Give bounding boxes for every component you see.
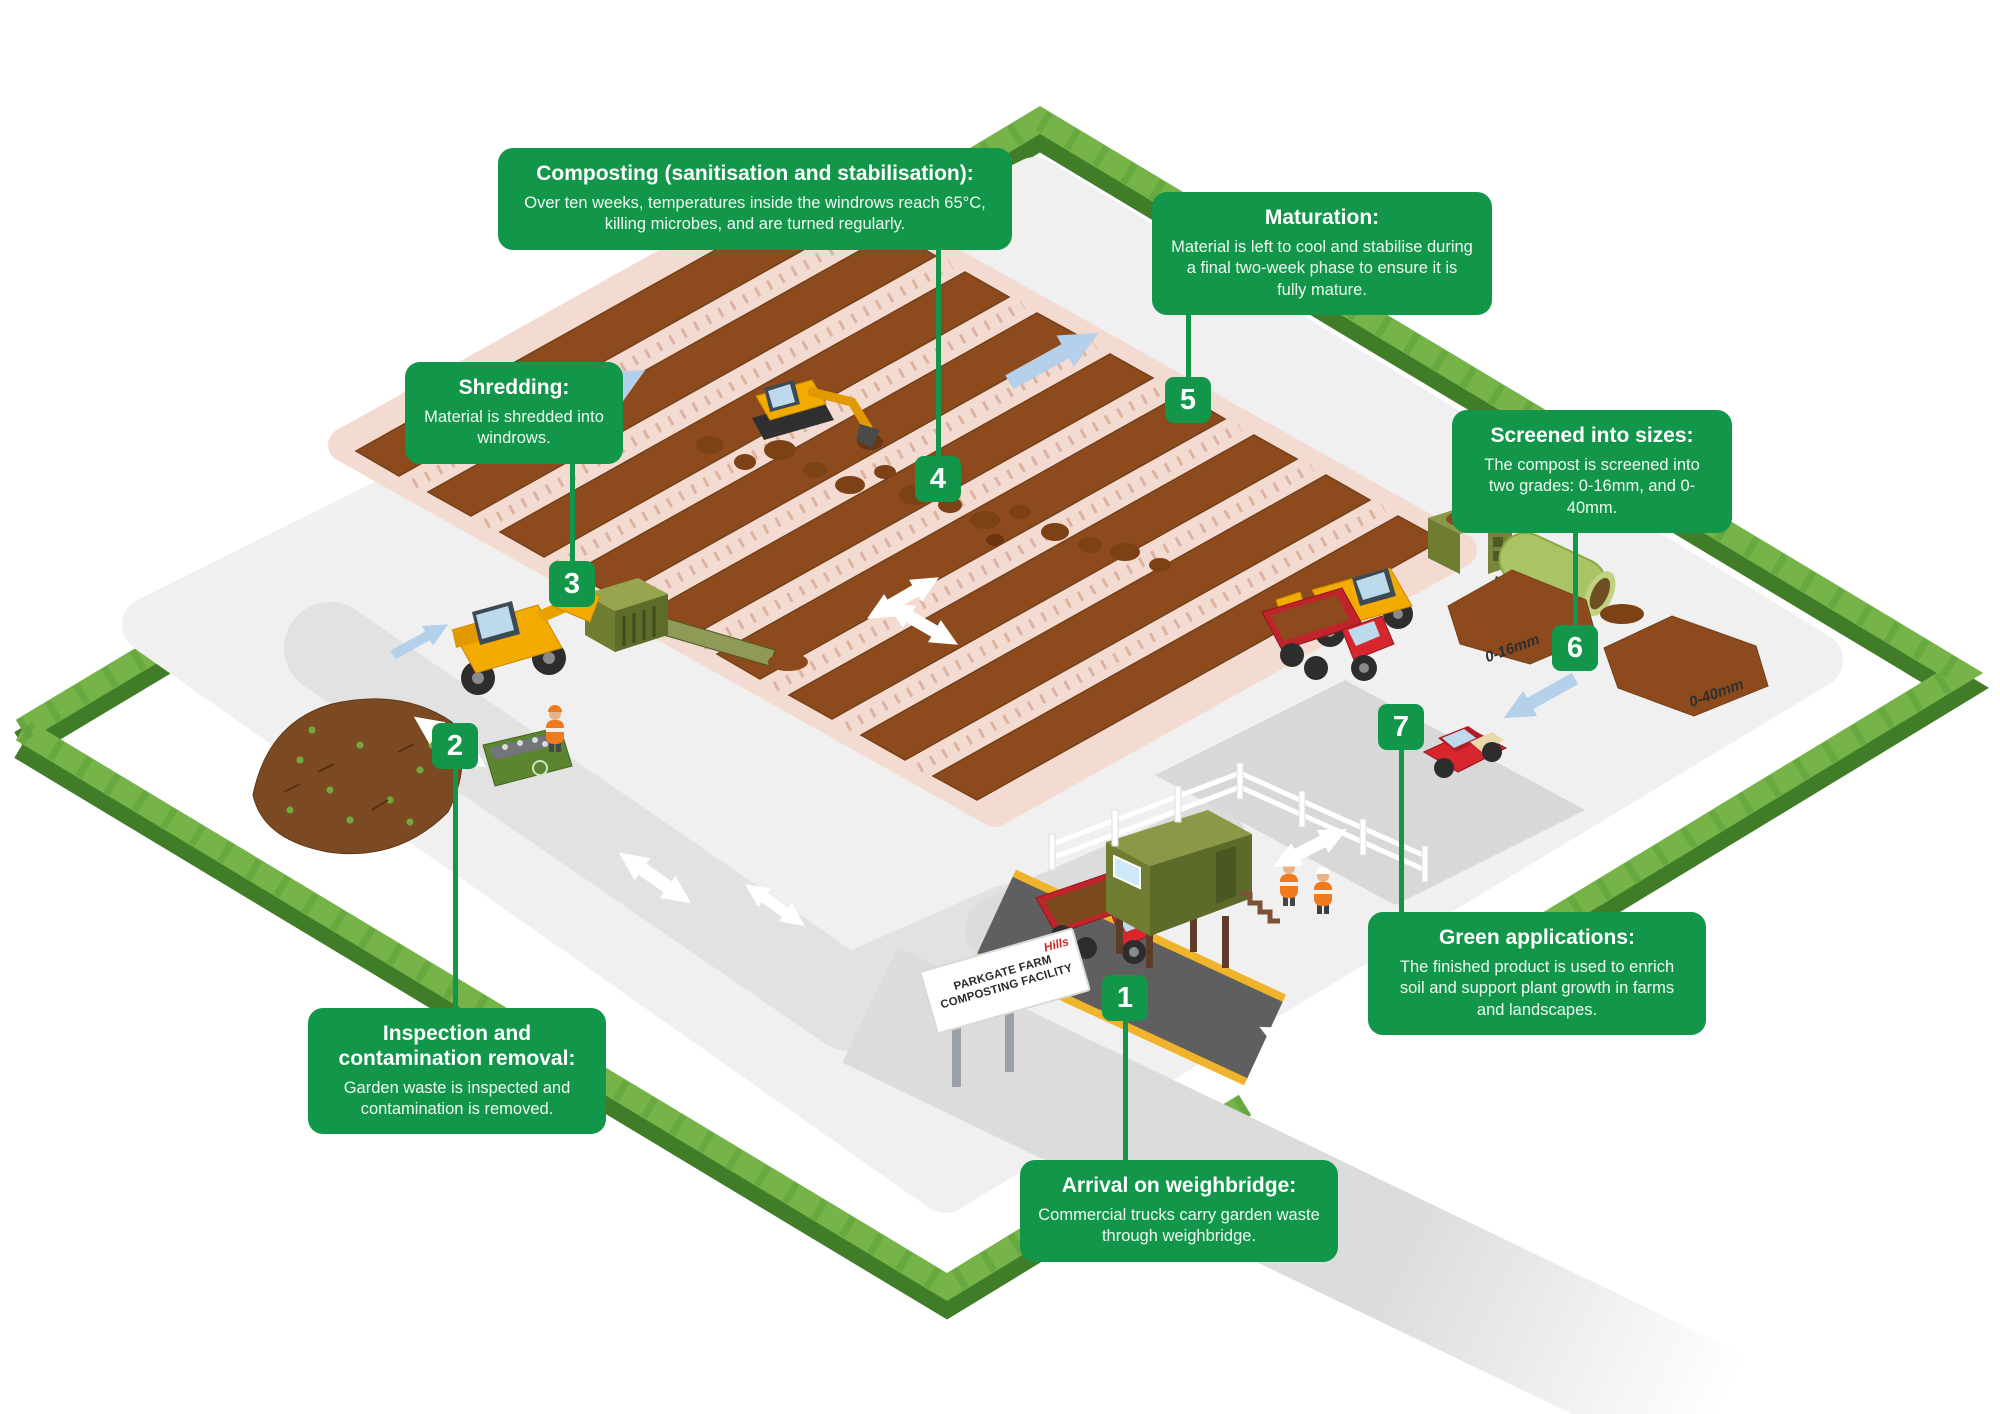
step-4-connector [935,250,941,465]
callout-title: Screened into sizes: [1490,424,1694,447]
callout-title: Arrival on weighbridge: [1061,1174,1297,1197]
step-3-badge: 3 [549,561,595,607]
dump-truck-right [1261,587,1395,681]
step-2-callout: Inspection and contamination removal: Ga… [308,1008,606,1135]
step-4-callout: Composting (sanitisation and stabilisati… [498,148,1012,250]
step-1-connector [1122,1015,1128,1165]
step-4-badge: 4 [915,456,961,502]
callout-title: Composting (sanitisation and stabilisati… [536,162,974,185]
step-3-connector [569,430,575,570]
step-2-badge: 2 [432,723,478,769]
turned-compost-clumps [696,434,1171,572]
callout-title: Shredding: [458,376,570,399]
callout-body: Material is shredded into windrows. [424,407,604,448]
callout-body: Material is left to cool and stabilise d… [1171,237,1473,299]
callout-body: The compost is screened into two grades:… [1484,455,1700,517]
parking-area [1155,680,1585,905]
shredder-machine [585,578,808,671]
callout-body: Commercial trucks carry garden waste thr… [1038,1205,1320,1246]
callout-body: Over ten weeks, temperatures inside the … [524,193,986,234]
compost-windrows [354,190,1444,801]
gatehouse-cabin [1106,810,1280,968]
step-6-badge: 6 [1552,625,1598,671]
step-5-connector [1185,300,1191,385]
step-3-callout: Shredding: Material is shredded into win… [405,362,623,464]
excavator [752,379,880,448]
sign-posts [952,990,1014,1087]
garden-waste-pile [252,698,463,855]
step-5-badge: 5 [1165,377,1211,423]
step-1-callout: Arrival on weighbridge: Commercial truck… [1020,1160,1338,1262]
worker-inspection [546,705,564,752]
step-5-callout: Maturation: Material is left to cool and… [1152,192,1492,316]
step-6-callout: Screened into sizes: The compost is scre… [1452,410,1732,534]
callout-body: Garden waste is inspected and contaminat… [343,1078,571,1118]
worker-gate-2 [1314,867,1332,914]
windrow-gap-residue [411,219,1387,773]
step-2-connector [452,760,458,1020]
callout-title: Maturation: [1264,206,1380,229]
pickup-truck [1422,726,1508,778]
fence [1048,762,1429,883]
step-6-connector [1572,520,1578,635]
step-7-badge: 7 [1378,704,1424,750]
callout-title: Inspection and contamination removal: [338,1022,576,1070]
step-1-badge: 1 [1102,975,1148,1021]
road-arrow-icon [1287,1068,1373,1132]
callout-body: The finished product is used to enrich s… [1399,957,1675,1019]
step-7-connector [1398,740,1404,925]
step-7-callout: Green applications: The finished product… [1368,912,1706,1036]
callout-title: Green applications: [1438,926,1636,949]
